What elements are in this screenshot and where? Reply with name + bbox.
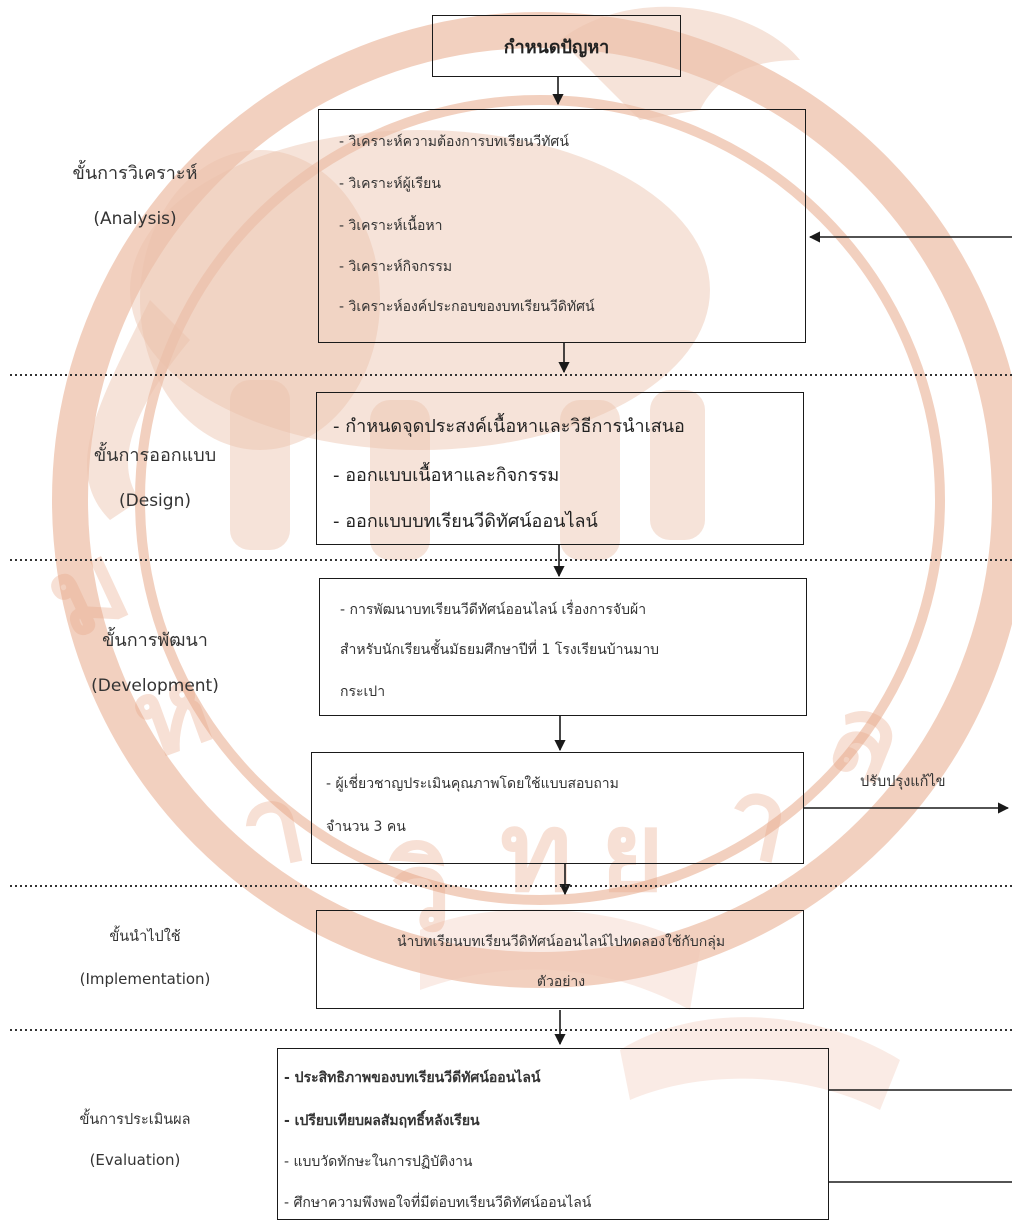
evaluation-item: - เปรียบเทียบผลสัมฤทธิ์หลังเรียน (284, 1113, 480, 1129)
design-item: - ออกแบบเนื้อหาและกิจกรรม (333, 465, 560, 486)
implementation-line: ตัวอย่าง (536, 974, 586, 990)
problem-definition-box: กำหนดปัญหา (432, 15, 681, 77)
analysis-stage-label: ขั้นการวิเคราะห์ (Analysis) (20, 158, 250, 229)
evaluation-item: - ศึกษาความพึงพอใจที่มีต่อบทเรียนวีดิทัศ… (284, 1195, 592, 1211)
implementation-stage-label: ขั้นนำไปใช้ (Implementation) (40, 925, 250, 988)
development-stage-thai: ขั้นการพัฒนา (102, 630, 208, 651)
expert-review-line: - ผู้เชี่ยวชาญประเมินคุณภาพโดยใช้แบบสอบถ… (326, 776, 619, 792)
evaluation-stage-thai: ขั้นการประเมินผล (79, 1112, 191, 1128)
evaluation-stage-english: (Evaluation) (89, 1151, 181, 1169)
development-box: - การพัฒนาบทเรียนวีดีทัศน์ออนไลน์ เรื่อง… (319, 578, 807, 716)
analysis-item: - วิเคราะห์องค์ประกอบของบทเรียนวีดิทัศน์ (339, 299, 595, 315)
design-item: - กำหนดจุดประสงค์เนื้อหาและวิธีการนำเสนอ (333, 416, 685, 437)
evaluation-box: - ประสิทธิภาพของบทเรียนวีดีทัศน์ออนไลน์ … (277, 1048, 829, 1220)
analysis-box: - วิเคราะห์ความต้องการบทเรียนวีทัศน์ - ว… (318, 109, 806, 343)
revise-label: ปรับปรุงแก้ไข (860, 774, 946, 790)
development-line: สำหรับนักเรียนชั้นมัธยมศึกษาปีที่ 1 โรงเ… (340, 642, 660, 658)
expert-review-box: - ผู้เชี่ยวชาญประเมินคุณภาพโดยใช้แบบสอบถ… (311, 752, 804, 864)
development-line: - การพัฒนาบทเรียนวีดีทัศน์ออนไลน์ เรื่อง… (340, 602, 647, 618)
development-stage-english: (Development) (91, 676, 219, 696)
implementation-box: นำบทเรียนบทเรียนวีดิทัศน์ออนไลน์ไปทดลองใ… (316, 910, 804, 1009)
design-stage-thai: ขั้นการออกแบบ (93, 445, 217, 466)
design-stage-english: (Design) (119, 491, 191, 511)
design-item: - ออกแบบบทเรียนวีดิทัศน์ออนไลน์ (333, 511, 598, 532)
expert-review-line: จำนวน 3 คน (326, 819, 406, 835)
design-box: - กำหนดจุดประสงค์เนื้อหาและวิธีการนำเสนอ… (316, 392, 804, 545)
analysis-stage-english: (Analysis) (93, 209, 177, 229)
analysis-item: - วิเคราะห์ผู้เรียน (339, 176, 441, 192)
implementation-stage-thai: ขั้นนำไปใช้ (109, 929, 181, 945)
evaluation-item: - แบบวัดทักษะในการปฏิบัติงาน (284, 1154, 473, 1170)
problem-definition-title: กำหนดปัญหา (503, 36, 610, 58)
development-line: กระเปา (340, 684, 386, 700)
analysis-item: - วิเคราะห์เนื้อหา (339, 218, 443, 234)
design-stage-label: ขั้นการออกแบบ (Design) (40, 440, 270, 511)
evaluation-stage-label: ขั้นการประเมินผล (Evaluation) (20, 1108, 250, 1169)
analysis-stage-thai: ขั้นการวิเคราะห์ (72, 163, 198, 184)
implementation-line: นำบทเรียนบทเรียนวีดิทัศน์ออนไลน์ไปทดลองใ… (396, 934, 726, 950)
analysis-item: - วิเคราะห์กิจกรรม (339, 259, 453, 275)
analysis-item: - วิเคราะห์ความต้องการบทเรียนวีทัศน์ (339, 134, 569, 150)
development-stage-label: ขั้นการพัฒนา (Development) (40, 625, 270, 696)
evaluation-item: - ประสิทธิภาพของบทเรียนวีดีทัศน์ออนไลน์ (284, 1070, 541, 1086)
implementation-stage-english: (Implementation) (79, 970, 211, 988)
